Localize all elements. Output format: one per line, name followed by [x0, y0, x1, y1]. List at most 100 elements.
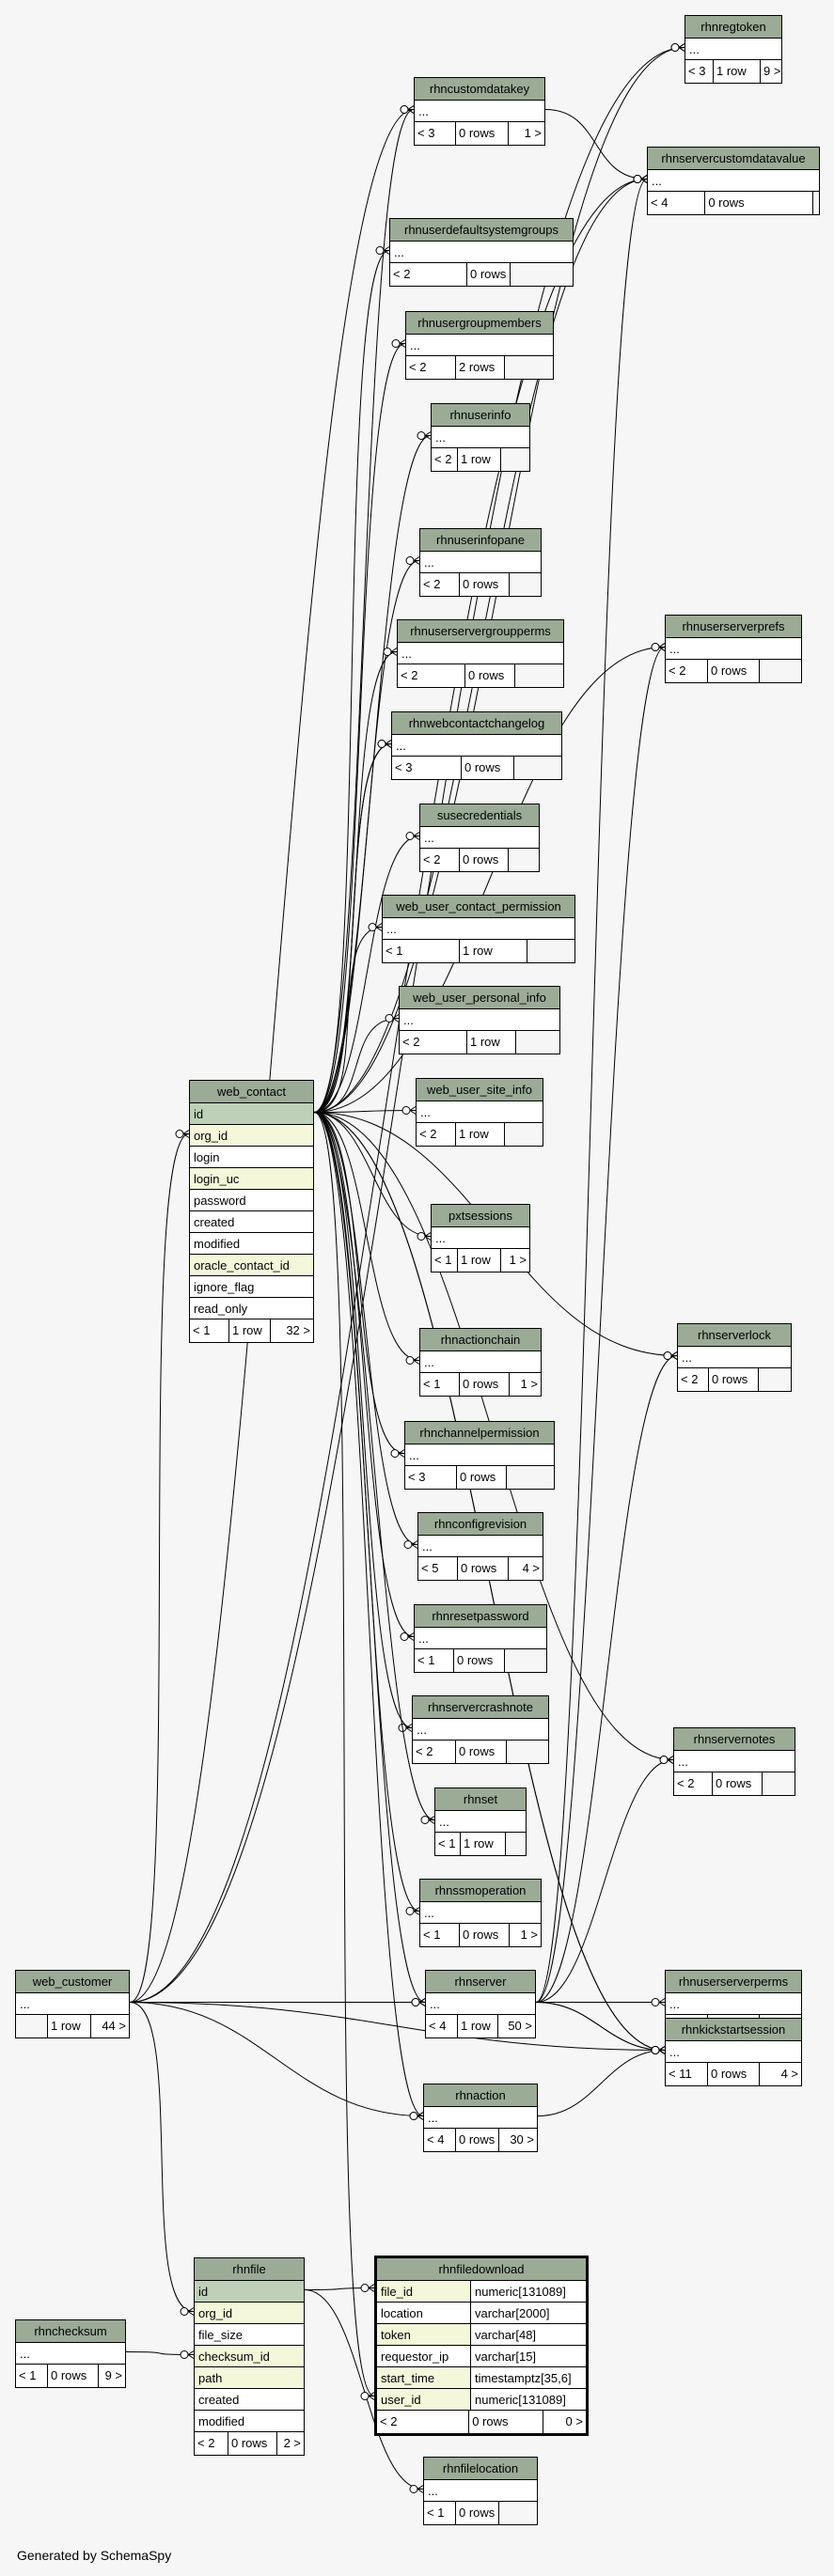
- column-row[interactable]: created: [190, 1211, 313, 1233]
- table-name[interactable]: rhnchecksum: [16, 2320, 125, 2343]
- column-row[interactable]: password: [190, 1190, 313, 1211]
- table-name[interactable]: rhnserver: [426, 1971, 535, 1993]
- column-row[interactable]: ...: [398, 643, 563, 664]
- column-row[interactable]: ...: [648, 170, 819, 192]
- table-name[interactable]: rhnresetpassword: [415, 1605, 546, 1628]
- column-row[interactable]: ...: [678, 1347, 791, 1368]
- column-row[interactable]: ...: [392, 735, 561, 757]
- column-row[interactable]: login_uc: [190, 1168, 313, 1190]
- table-name[interactable]: rhnset: [435, 1788, 526, 1811]
- table-name[interactable]: web_contact: [190, 1081, 313, 1103]
- table-name[interactable]: rhncustomdatakey: [415, 78, 544, 101]
- column-row[interactable]: ...: [666, 2041, 801, 2063]
- column-row[interactable]: ...: [418, 1536, 543, 1557]
- column-row[interactable]: ...: [16, 1993, 129, 2015]
- column-row[interactable]: org_id: [195, 2303, 304, 2324]
- column-row[interactable]: ...: [415, 1628, 546, 1649]
- table-name[interactable]: rhnkickstartsession: [666, 2019, 801, 2041]
- table-name[interactable]: susecredentials: [420, 804, 539, 827]
- table-name[interactable]: rhnuserserverprefs: [666, 616, 801, 638]
- table-name[interactable]: rhnuserservergroupperms: [398, 620, 563, 643]
- column-row[interactable]: ...: [16, 2343, 125, 2365]
- column-row[interactable]: ...: [400, 1009, 559, 1031]
- column-row[interactable]: ...: [420, 552, 541, 573]
- table-name[interactable]: rhnwebcontactchangelog: [392, 712, 561, 735]
- column-row[interactable]: ...: [420, 827, 539, 849]
- column-row[interactable]: ...: [417, 1101, 543, 1123]
- table-name[interactable]: web_user_site_info: [417, 1079, 543, 1101]
- column-row[interactable]: ...: [383, 918, 574, 940]
- table-name[interactable]: rhnregtoken: [685, 16, 781, 39]
- column-row[interactable]: ...: [390, 242, 573, 263]
- column-row[interactable]: ignore_flag: [190, 1276, 313, 1298]
- column-row[interactable]: ...: [666, 1993, 801, 2015]
- column-row[interactable]: checksum_id: [195, 2346, 304, 2367]
- column-row[interactable]: ...: [685, 39, 781, 60]
- column-row[interactable]: ...: [426, 1993, 535, 2015]
- table-name[interactable]: rhnfilelocation: [424, 2458, 537, 2480]
- column-row[interactable]: ...: [432, 427, 529, 448]
- table-name[interactable]: rhnserverlock: [678, 1324, 791, 1347]
- column-row[interactable]: ...: [406, 335, 553, 356]
- table-name[interactable]: rhnuserserverperms: [666, 1971, 801, 1993]
- table-name[interactable]: web_customer: [16, 1971, 129, 1993]
- table-name[interactable]: rhnfiledownload: [377, 2258, 586, 2281]
- column-row[interactable]: ...: [424, 2107, 537, 2129]
- table-name[interactable]: pxtsessions: [432, 1205, 529, 1227]
- column-row[interactable]: path: [195, 2367, 304, 2389]
- table-name[interactable]: rhnusergroupmembers: [406, 312, 553, 335]
- table-name[interactable]: rhnfile: [195, 2258, 304, 2281]
- table-name[interactable]: rhnuserinfo: [432, 404, 529, 427]
- table-name[interactable]: rhnssmoperation: [420, 1880, 541, 1902]
- column-row[interactable]: oracle_contact_id: [190, 1255, 313, 1276]
- table-name[interactable]: rhnchannelpermission: [405, 1422, 554, 1444]
- column-row[interactable]: modified: [195, 2411, 304, 2432]
- table-name[interactable]: web_user_personal_info: [400, 987, 559, 1009]
- column-row[interactable]: id: [190, 1103, 313, 1125]
- table-name[interactable]: rhnconfigrevision: [418, 1513, 543, 1536]
- column-row[interactable]: ...: [674, 1751, 795, 1772]
- table-name[interactable]: rhnaction: [424, 2084, 537, 2107]
- column-row[interactable]: modified: [190, 1233, 313, 1255]
- column-row[interactable]: ...: [420, 1902, 541, 1924]
- table-name[interactable]: web_user_contact_permission: [383, 896, 574, 918]
- column-row[interactable]: created: [195, 2389, 304, 2411]
- column-row[interactable]: ...: [666, 638, 801, 660]
- column-row[interactable]: read_only: [190, 1298, 313, 1319]
- column-row[interactable]: ...: [420, 1351, 541, 1373]
- column-row[interactable]: ...: [413, 1719, 548, 1741]
- column-row[interactable]: ...: [415, 101, 544, 122]
